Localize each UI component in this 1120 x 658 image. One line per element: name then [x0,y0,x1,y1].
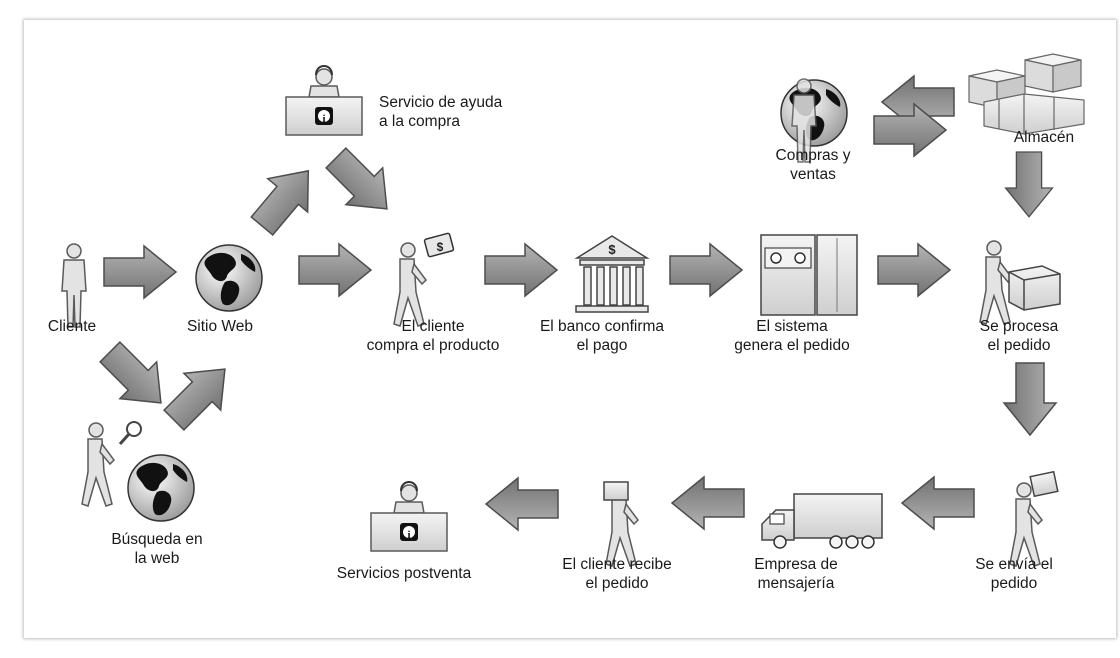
dollar-glyph: $ [437,240,444,254]
svg-text:$: $ [608,242,616,257]
arrow-customer-to-aftersales [485,477,559,531]
after-sales-desk-icon: i [370,481,448,552]
arrow-system-to-processing [877,243,951,297]
diagram-frame: i $ $ [24,20,1116,638]
arrow-customer-to-website [103,245,177,299]
arrow-processing-to-shipping [1003,362,1057,436]
label-after-sales: Servicios postventa [336,565,472,582]
arrow-bank-to-system [669,243,743,297]
arrow-buyer-to-bank [484,243,558,297]
arrow-shipping-to-courier [901,476,975,530]
label-website: Sitio Web [186,318,254,335]
arrow-help-to-buyer [316,138,407,229]
arrow-warehouse-to-processing [1004,151,1054,218]
web-search-icon [81,421,195,522]
label-customer: Cliente [47,318,97,335]
arrow-courier-to-customer [671,476,745,530]
warehouse-boxes-icon [968,53,1085,135]
courier-truck-icon [761,493,883,549]
order-system-computer-icon [760,234,858,316]
arrow-website-to-buyer [298,243,372,297]
customer-icon [61,243,87,328]
order-processing-icon [979,240,1061,325]
info-glyph: i [322,113,325,125]
svg-text:i: i [407,529,410,541]
customer-buying-icon: $ [393,232,455,327]
customer-receives-order-icon [603,481,639,567]
website-globe-icon [195,244,263,312]
arrow-website-to-help [241,153,329,244]
arrow-search-to-website [154,349,245,440]
process-flow-diagram: i $ $ [61,53,1085,567]
purchase-help-desk-icon: i [285,65,363,136]
label-warehouse: Almacén [1013,129,1075,146]
bank-icon: $ [574,235,650,313]
shipping-worker-icon [1009,470,1059,567]
